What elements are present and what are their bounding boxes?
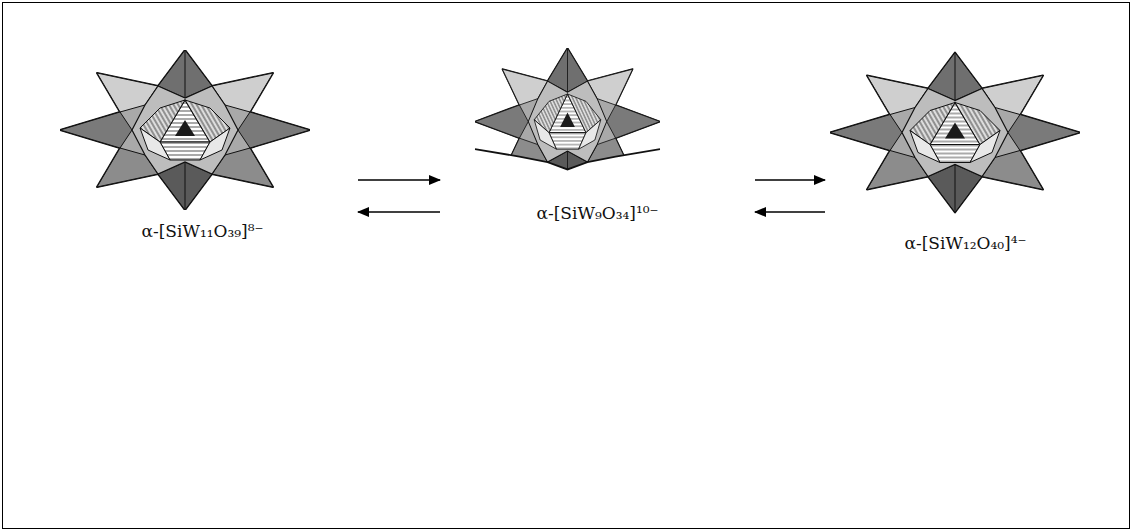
equilibrium-arrow — [358, 179, 440, 181]
species-node: α-[SiW₁₁O₃₉]⁸⁻ — [50, 45, 355, 245]
keggin-lacunary-9 — [475, 48, 660, 195]
formula-label: α-[SiW₁₂O₄₀]⁴⁻ — [902, 233, 1028, 253]
formula-label: α-[SiW₉O₃₄]¹⁰⁻ — [534, 203, 660, 223]
species-node: α-[SiW₁₂O₄₀]⁴⁻ — [828, 45, 1103, 257]
species-node: α-[SiW₉O₃₄]¹⁰⁻ — [443, 45, 752, 227]
formula-label: α-[SiW₁₁O₃₉]⁸⁻ — [139, 221, 265, 241]
frame — [3, 3, 1130, 529]
equilibrium-arrow — [755, 179, 825, 181]
equilibrium-arrow — [358, 211, 440, 213]
keggin-lacunary-11 — [60, 50, 310, 210]
equilibrium-arrow — [755, 211, 825, 213]
keggin-complete-12 — [830, 53, 1080, 213]
